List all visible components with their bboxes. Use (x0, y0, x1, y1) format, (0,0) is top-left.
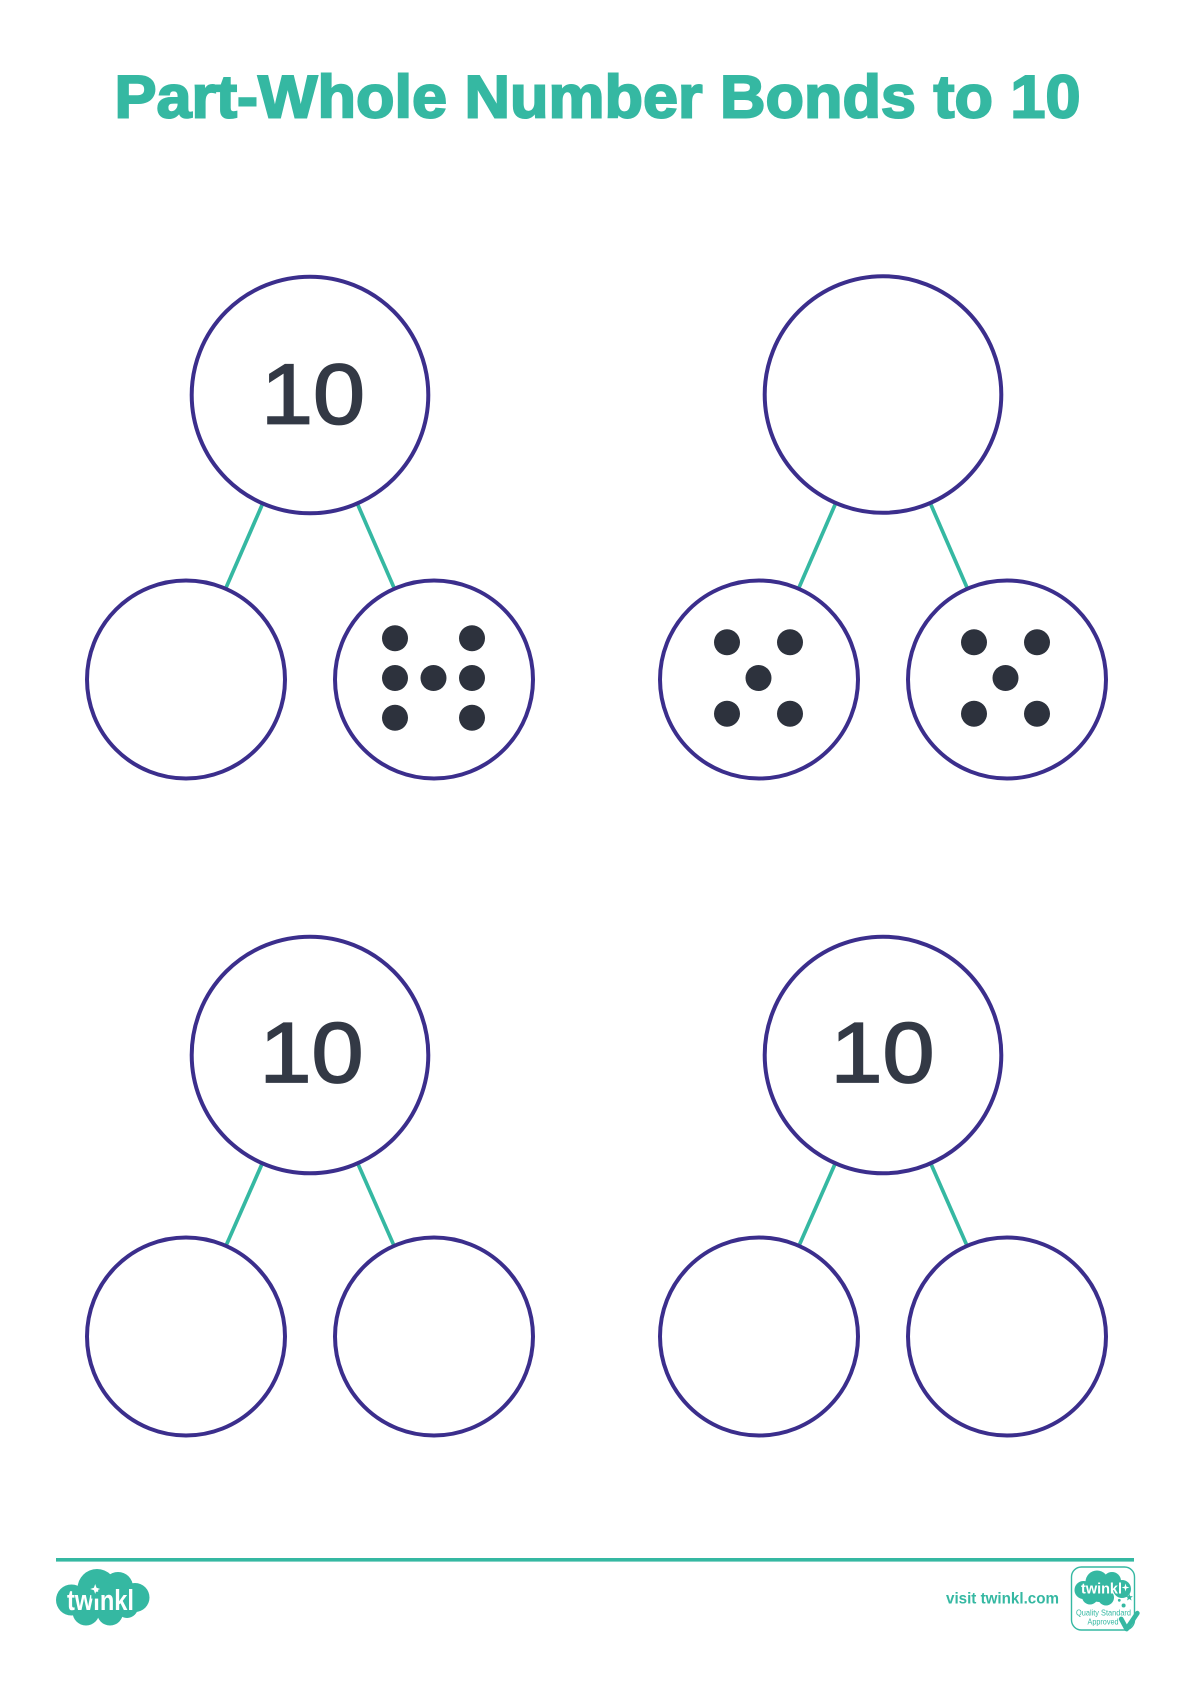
svg-text:twinkl: twinkl (1081, 1582, 1122, 1598)
svg-text:visit twinkl.com: visit twinkl.com (946, 1591, 1059, 1608)
svg-text:Quality Standard: Quality Standard (1076, 1608, 1131, 1618)
svg-text:10: 10 (831, 1006, 935, 1101)
svg-text:twinkl: twinkl (67, 1585, 134, 1617)
svg-text:10: 10 (261, 348, 365, 443)
svg-text:Approved: Approved (1088, 1616, 1119, 1626)
svg-text:10: 10 (260, 1006, 364, 1101)
svg-text:Part-Whole Number Bonds to 10: Part-Whole Number Bonds to 10 (115, 64, 1081, 131)
